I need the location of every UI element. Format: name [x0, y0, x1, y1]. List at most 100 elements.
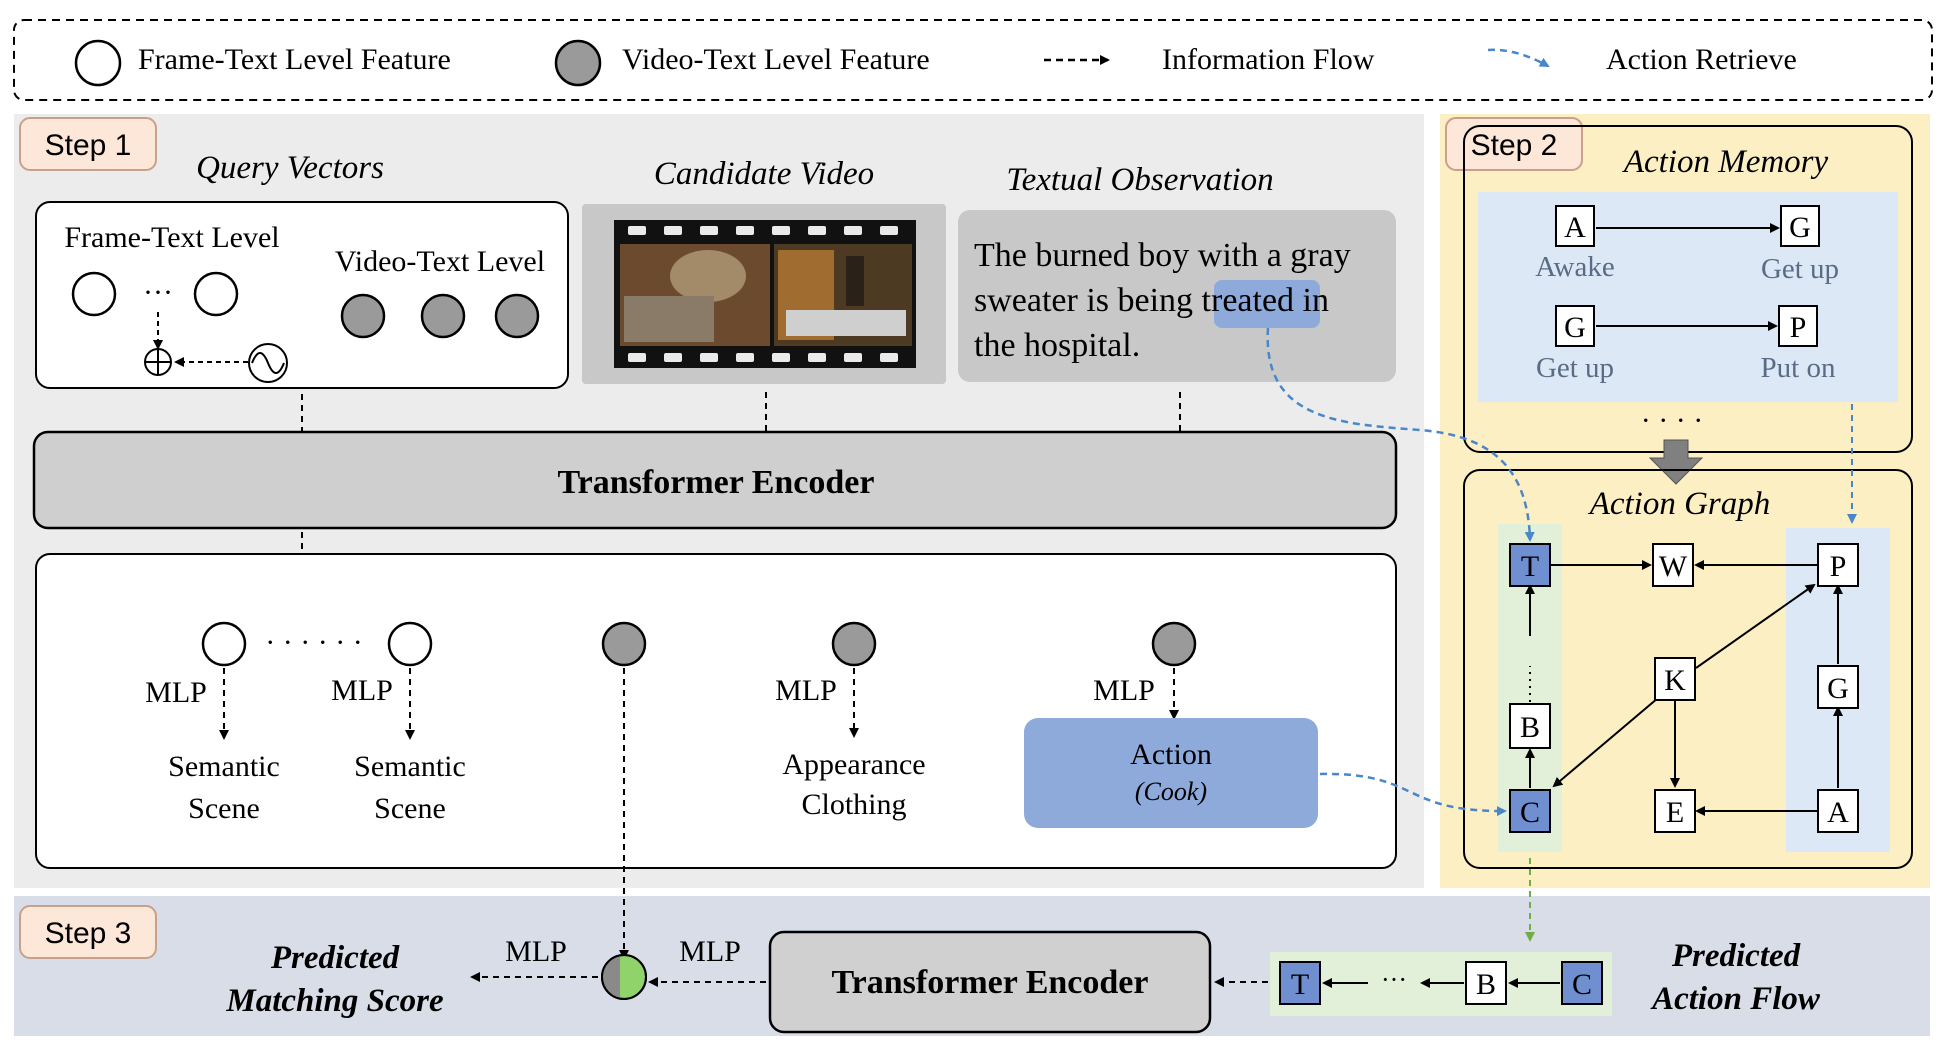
graph-node-letter: B [1520, 711, 1540, 744]
graph-node-t [1509, 543, 1551, 587]
flow-node-letter: C [1572, 968, 1592, 1001]
memory-name: Get up [1536, 352, 1614, 384]
mlp-label-score: MLP [505, 935, 567, 968]
flow-node-t [1279, 961, 1321, 1005]
observation-line-3: the hospital. [974, 327, 1140, 364]
frame-query-node [193, 271, 239, 317]
mlp-label: MLP [331, 674, 393, 707]
observation-box [958, 210, 1396, 382]
graph-node-p [1817, 543, 1859, 587]
action-retrieve-arrow [1319, 772, 1507, 817]
action-graph-box [1463, 469, 1913, 869]
memory-letter: G [1789, 211, 1811, 244]
textual-observation-title: Textual Observation [1006, 162, 1273, 198]
graph-node-letter: G [1827, 672, 1849, 705]
frame-query-ellipsis: ··· [143, 276, 173, 309]
memory-dots: · · · · [1641, 404, 1703, 437]
action-retrieve-arrow-icon [1487, 48, 1550, 68]
mlp-label: MLP [145, 676, 207, 709]
action-flow-line1: Predicted [1671, 938, 1801, 974]
graph-node-letter: K [1664, 664, 1686, 697]
video-output-node [1151, 621, 1197, 667]
step3-tag [19, 905, 157, 959]
treated-retrieve-arrow [1266, 327, 1535, 542]
mlp-label: MLP [775, 674, 837, 707]
action-label: Action [1130, 738, 1212, 771]
memory-letter: P [1790, 311, 1807, 344]
memory-letter: A [1564, 211, 1586, 244]
query-vectors-title: Query Vectors [196, 150, 384, 186]
clothing-label: Clothing [801, 788, 906, 821]
mlp-label: MLP [1093, 674, 1155, 707]
legend-frame-text: Frame-Text Level Feature [138, 43, 451, 76]
transformer-encoder-2 [768, 930, 1212, 1034]
frame-text-level-label: Frame-Text Level [64, 221, 279, 254]
graph-node-e [1654, 789, 1696, 833]
graph-node-letter: A [1827, 796, 1849, 829]
graph-node-g [1817, 665, 1859, 709]
frame-output-node [387, 621, 433, 667]
scene-label: Scene [374, 792, 446, 825]
mlp-label-encoder: MLP [679, 935, 741, 968]
video-output-node [601, 621, 647, 667]
flow-node-c [1561, 961, 1603, 1005]
action-memory-title: Action Memory [1622, 144, 1829, 180]
graph-node-k [1654, 657, 1696, 701]
step1: Step 1 Query Vectors Frame-Text Level Vi… [19, 117, 1398, 960]
memory-name: Put on [1761, 352, 1836, 384]
matching-score-line2: Matching Score [225, 983, 443, 1019]
flow-ellipsis: ··· [1381, 965, 1407, 994]
flow-node-b [1465, 961, 1507, 1005]
candidate-video-title: Candidate Video [654, 156, 874, 192]
matching-score-line1: Predicted [270, 940, 400, 976]
output-ellipsis: · · · · · · [265, 626, 362, 659]
film-strip-image [614, 220, 916, 368]
graph-node-letter: W [1659, 550, 1688, 583]
graph-node-b [1509, 703, 1551, 749]
video-output-node [831, 621, 877, 667]
encoder1-label: Transformer Encoder [558, 464, 875, 501]
step3: Step 3 Predicted Matching Score MLP MLP … [19, 905, 1821, 1034]
video-query-node [494, 293, 540, 339]
frame-query-node [71, 271, 117, 317]
frame-text-feature-icon [74, 39, 122, 87]
step2-tag [1445, 117, 1583, 171]
semantic-label: Semantic [354, 750, 466, 783]
action-flow-line2: Action Flow [1650, 981, 1821, 1017]
query-vectors-box [35, 201, 569, 389]
graph-node-letter: E [1666, 796, 1684, 829]
step2: Step 2 Action Memory A Awake G Get up G … [1445, 117, 1913, 869]
step1-label: Step 1 [45, 129, 132, 162]
memory-node [1555, 205, 1595, 247]
legend-video-text: Video-Text Level Feature [622, 43, 930, 76]
step2-label: Step 2 [1471, 129, 1558, 162]
action-graph-title: Action Graph [1588, 486, 1771, 522]
appearance-label: Appearance [782, 748, 925, 781]
flow-node-letter: B [1476, 968, 1496, 1001]
legend-info-flow: Information Flow [1162, 43, 1375, 76]
encoder2-label: Transformer Encoder [832, 964, 1149, 1001]
graph-node-a [1817, 789, 1859, 833]
graph-node-c [1509, 789, 1551, 833]
transformer-encoder-1 [32, 430, 1398, 530]
video-text-level-label: Video-Text Level [335, 245, 545, 278]
treated-word: treated [1202, 282, 1295, 319]
frame-output-node [201, 621, 247, 667]
memory-node [1780, 205, 1820, 247]
step3-label: Step 3 [45, 917, 132, 950]
flow-node-letter: T [1291, 968, 1309, 1001]
action-example: (Cook) [1135, 777, 1207, 806]
observation-line-1: The burned boy with a gray [974, 237, 1351, 274]
step1-tag [19, 117, 157, 171]
memory-name: Awake [1535, 251, 1614, 283]
video-query-node [420, 293, 466, 339]
video-query-node [340, 293, 386, 339]
legend-action-retrieve: Action Retrieve [1606, 43, 1797, 76]
memory-node [1555, 305, 1595, 347]
scene-label: Scene [188, 792, 260, 825]
graph-node-letter: T [1521, 550, 1539, 583]
observation-line-2: sweater is being treated in [974, 282, 1329, 319]
memory-name: Get up [1761, 253, 1839, 285]
graph-node-w [1652, 543, 1694, 587]
